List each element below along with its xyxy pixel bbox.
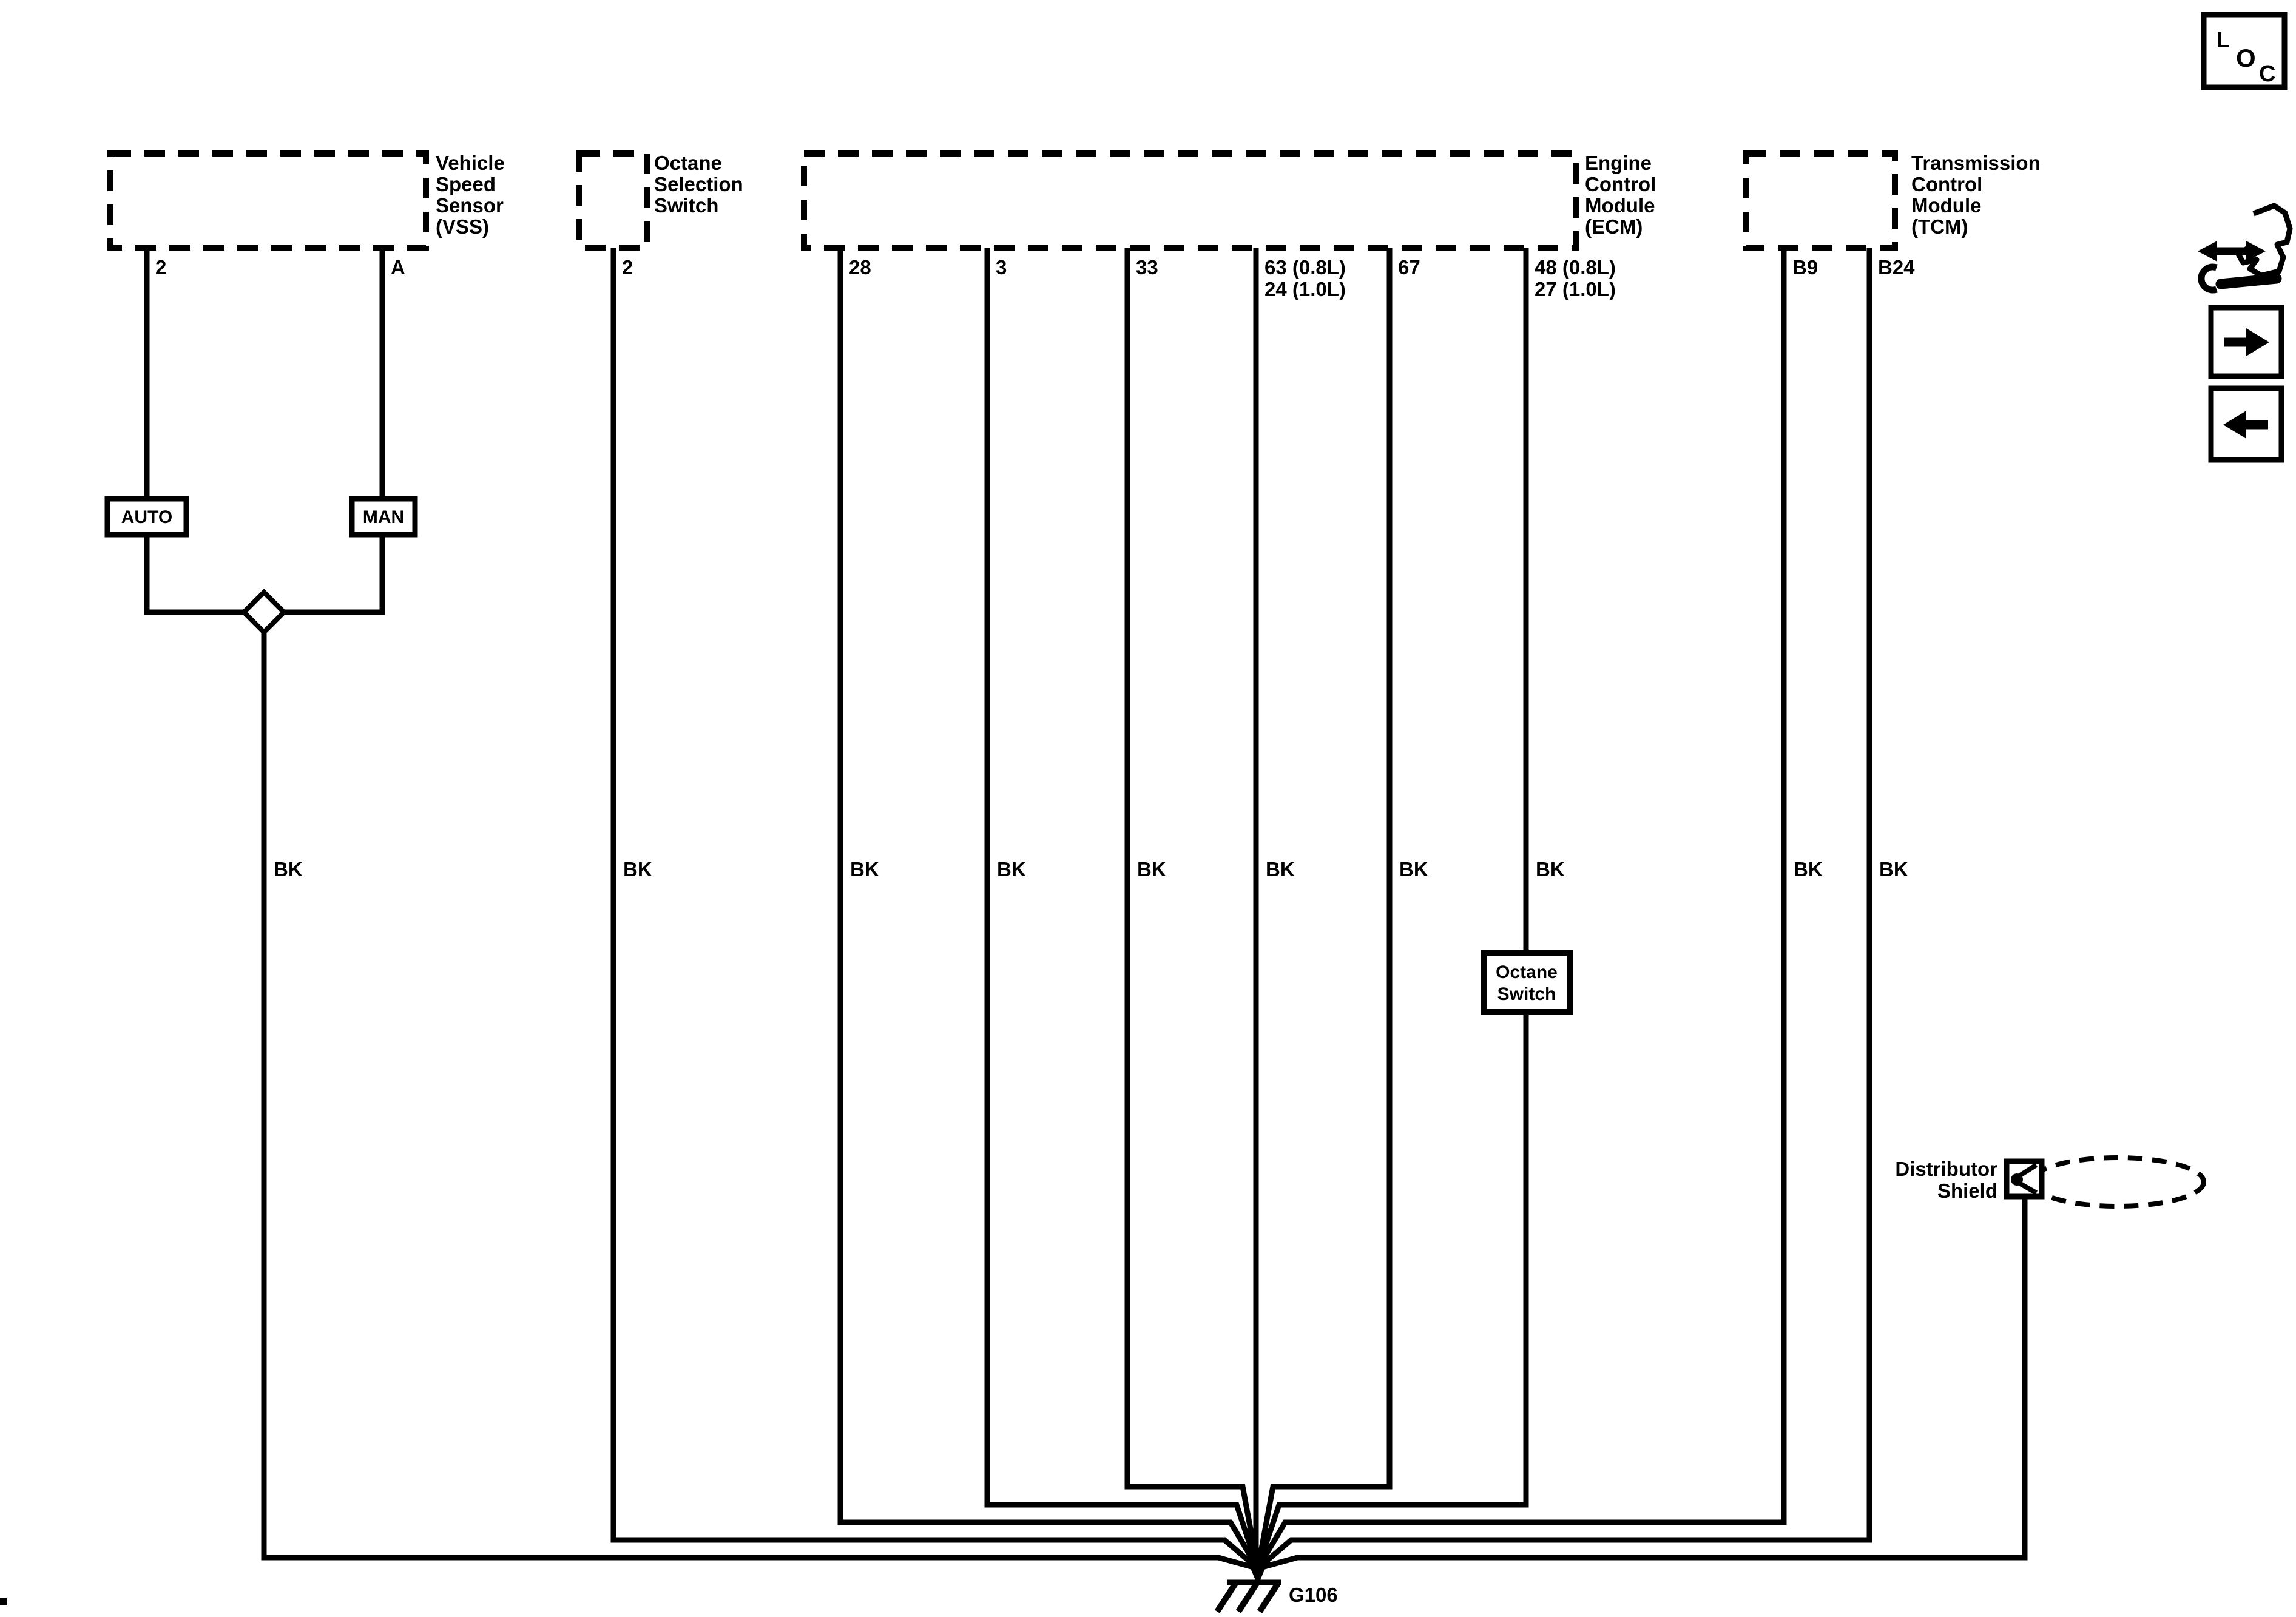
wire-color-label-ecm48: BK	[1536, 858, 1565, 880]
octane-switch-component: Octane Switch	[1481, 950, 1573, 1015]
ground-hatch-1	[1214, 1582, 1238, 1613]
shield-contact-arm-upper	[2017, 1163, 2038, 1178]
distributor-shield-label-line2: Shield	[1937, 1180, 1997, 1202]
wire-color-label-ecm63: BK	[1266, 858, 1295, 880]
octane-switch-box	[1481, 950, 1573, 1015]
wrench-icon-handle	[2215, 273, 2282, 289]
tcm-label-line3: Module	[1911, 194, 1981, 217]
vss-label-line1: Vehicle	[436, 152, 505, 174]
artifact-dot	[0, 1598, 7, 1605]
tcm-module-label: Transmission Control Module (TCM)	[1911, 152, 2041, 238]
wire-vss-merged-to-ground	[261, 632, 1259, 1571]
ecm-pin-3-label: 3	[996, 256, 1007, 279]
vss-module-box	[107, 150, 429, 251]
ecm-label-line4: (ECM)	[1585, 215, 1643, 238]
wire-harness	[144, 248, 2028, 1571]
wire-tcm-b9-to-ground	[1255, 248, 1787, 1570]
wire-ecm-3-to-ground	[984, 248, 1261, 1570]
loc-letter-c: C	[2259, 61, 2275, 87]
service-info-icon[interactable]	[2198, 203, 2293, 294]
octane-selection-label-line2: Selection	[654, 173, 743, 195]
wire-color-label-tcmb9: BK	[1794, 858, 1823, 880]
wire-color-label-ecm33: BK	[1137, 858, 1166, 880]
wire-tcm-b24-to-ground	[1256, 248, 1872, 1571]
pin-labels: 2 A 2 28 3 33 63 (0.8L) 24 (1.0L) 67 48 …	[155, 256, 1915, 300]
wire-color-label-octane: BK	[623, 858, 652, 880]
ecm-pin-27-label: 27 (1.0L)	[1535, 278, 1616, 300]
octane-selection-label-line3: Switch	[654, 194, 718, 217]
vss-label-line2: Speed	[436, 173, 496, 195]
loc-button[interactable]: L O C	[2201, 12, 2288, 90]
service-icon-arrowhead-right	[2246, 241, 2266, 262]
left-arrow-icon-head	[2223, 411, 2246, 439]
octane-selection-switch-box	[576, 150, 650, 251]
vss-pin-2-label: 2	[155, 256, 166, 279]
octane-switch-label-line1: Octane	[1496, 962, 1558, 982]
wire-ecm-33-to-ground	[1124, 248, 1261, 1569]
distributor-shield-label-line1: Distributor	[1895, 1158, 1997, 1180]
vss-pin-a-label: A	[391, 256, 405, 279]
ecm-pin-33-label: 33	[1136, 256, 1158, 279]
ecm-pin-48-label: 48 (0.8L)	[1535, 256, 1616, 279]
ground-hatch-2	[1235, 1582, 1260, 1613]
ecm-pin-28-label: 28	[849, 256, 871, 279]
ecm-module-box	[801, 150, 1579, 251]
splice-diamond	[240, 589, 288, 636]
wire-color-label-ecm28: BK	[850, 858, 879, 880]
octane-selection-label-line1: Octane	[654, 152, 722, 174]
right-arrow-icon-head	[2246, 328, 2269, 356]
shield-dashed-ellipse	[2029, 1155, 2206, 1209]
octane-switch-label-line2: Switch	[1497, 984, 1556, 1004]
tcm-module-box	[1743, 150, 1898, 251]
man-box	[349, 496, 418, 538]
tcm-label-line1: Transmission	[1911, 152, 2041, 174]
tcm-pin-b9-label: B9	[1792, 256, 1818, 279]
wrench-icon-head	[2198, 263, 2218, 294]
ecm-pin-63-label: 63 (0.8L)	[1264, 256, 1346, 279]
ecm-pin-67-label: 67	[1398, 256, 1420, 279]
ground-label: G106	[1289, 1584, 1338, 1606]
ecm-label-line2: Control	[1585, 173, 1656, 195]
distributor-shield-component: Distributor Shield	[1895, 1155, 2206, 1209]
wire-color-labels: BK BK BK BK BK BK BK BK BK BK	[274, 858, 1908, 880]
wire-ecm-67-to-ground	[1255, 248, 1393, 1569]
service-icon-arrowhead-left	[2198, 241, 2217, 262]
wire-color-label-vss: BK	[274, 858, 303, 880]
shield-contact-arm-lower	[2018, 1181, 2038, 1195]
loc-button-frame[interactable]	[2201, 12, 2288, 90]
ecm-label-line1: Engine	[1585, 152, 1652, 174]
vss-module-label: Vehicle Speed Sensor (VSS)	[436, 152, 505, 238]
next-page-button[interactable]	[2208, 305, 2284, 379]
ecm-pin-24-label: 24 (1.0L)	[1264, 278, 1346, 300]
auto-box	[104, 496, 189, 538]
tcm-label-line2: Control	[1911, 173, 1982, 195]
ecm-module-label: Engine Control Module (ECM)	[1585, 152, 1656, 238]
loc-letter-l: L	[2217, 27, 2230, 52]
ground-junction-blob	[1245, 1556, 1271, 1580]
wire-octane-selection-to-ground	[610, 248, 1260, 1571]
tcm-label-line4: (TCM)	[1911, 215, 1968, 238]
wire-color-label-ecm3: BK	[997, 858, 1026, 880]
wire-vss-pinA-lower	[284, 535, 385, 615]
auto-man-junction: AUTO MAN	[104, 496, 418, 636]
man-box-label: MAN	[363, 507, 404, 527]
ground-symbol-g106: G106	[1214, 1556, 1338, 1613]
wire-color-label-ecm67: BK	[1399, 858, 1428, 880]
prev-page-button[interactable]	[2208, 385, 2284, 463]
wire-distributor-shield-to-ground	[1257, 1197, 2028, 1571]
vss-label-line4: (VSS)	[436, 215, 489, 238]
service-icon-outline	[2235, 203, 2293, 279]
wire-color-label-tcmb24: BK	[1879, 858, 1908, 880]
wire-ecm-48-27-to-ground	[1255, 248, 1529, 1570]
octane-selection-label: Octane Selection Switch	[654, 152, 743, 217]
loc-letter-o: O	[2236, 44, 2256, 72]
wire-vss-pin2-lower	[144, 535, 244, 615]
octane-selection-pin-2-label: 2	[622, 256, 633, 279]
ecm-label-line3: Module	[1585, 194, 1655, 217]
tcm-pin-b24-label: B24	[1878, 256, 1915, 279]
ground-hatch-3	[1257, 1582, 1281, 1613]
vss-label-line3: Sensor	[436, 194, 504, 217]
auto-box-label: AUTO	[121, 507, 172, 527]
wire-ecm-28-to-ground	[837, 248, 1260, 1570]
